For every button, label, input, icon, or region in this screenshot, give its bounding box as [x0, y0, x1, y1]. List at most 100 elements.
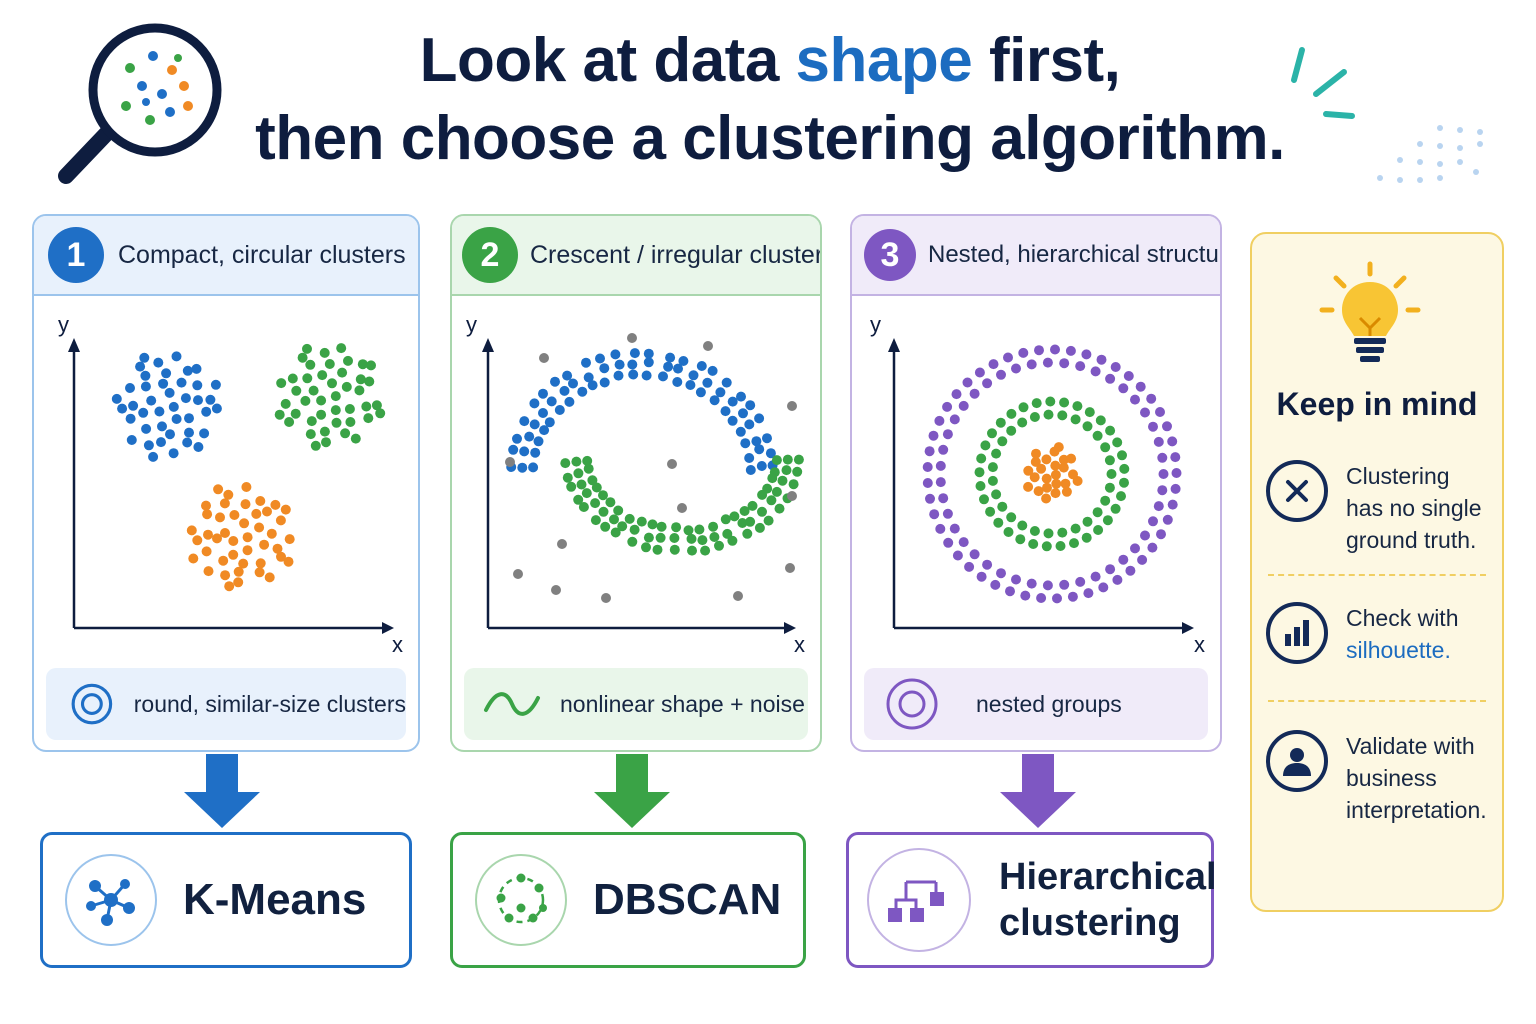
data-point-blue [720, 406, 731, 417]
data-point-purple [1105, 373, 1116, 384]
data-point-purple [1018, 347, 1029, 358]
data-point-blue [559, 385, 570, 396]
tip-text: Validate with business interpretation. [1346, 733, 1487, 823]
data-point-blue [581, 357, 591, 368]
data-point-blue [735, 426, 746, 437]
footer-text: nested groups [976, 690, 1122, 717]
data-point-orange [201, 500, 211, 511]
data-point-green [720, 514, 731, 525]
data-point-purple [952, 550, 963, 561]
data-point-orange [266, 528, 277, 539]
data-point-blue [530, 447, 541, 458]
data-point-orange [264, 572, 275, 583]
data-point-green [1095, 415, 1106, 426]
data-point-orange [233, 577, 244, 588]
data-point-green [290, 408, 301, 419]
data-point-purple [969, 549, 980, 560]
data-point-orange [254, 567, 265, 578]
data-point-green [1092, 507, 1103, 518]
data-point-blue [529, 419, 540, 430]
data-point-blue [762, 433, 772, 444]
data-point-blue [663, 361, 674, 372]
data-point-green [1100, 495, 1111, 506]
data-point-purple [938, 444, 949, 455]
data-point-orange [242, 532, 253, 543]
noise-point [557, 539, 567, 549]
data-point-green [300, 395, 311, 406]
data-point-green [610, 527, 621, 538]
data-point-purple [935, 523, 946, 534]
data-point-blue [629, 348, 640, 359]
data-point-purple [934, 415, 945, 426]
y-axis-label: y [58, 312, 69, 337]
algorithm-name: DBSCAN [593, 875, 782, 924]
data-point-orange [203, 529, 213, 540]
data-point-purple [1011, 363, 1021, 374]
algorithm-dbscan: DBSCAN [450, 832, 806, 968]
algorithm-hierarchical: Hierarchical clustering [846, 832, 1217, 968]
data-point-purple [1162, 421, 1172, 432]
data-point-green [727, 535, 738, 546]
data-point-blue [707, 365, 718, 376]
data-point-green [777, 475, 788, 486]
data-point-orange [1023, 465, 1034, 476]
data-point-blue [139, 352, 150, 363]
data-point-green [1055, 541, 1066, 551]
data-point-blue [193, 442, 204, 452]
data-point-orange [219, 498, 230, 509]
data-point-purple [1050, 344, 1060, 355]
data-point-green [687, 545, 697, 556]
data-point-orange [228, 536, 239, 546]
data-point-orange [276, 551, 286, 562]
data-point-green [641, 542, 651, 553]
down-arrow-green [594, 754, 670, 828]
data-point-green [1112, 437, 1123, 448]
data-point-green [581, 488, 592, 499]
data-point-blue [182, 365, 193, 376]
data-point-purple [996, 568, 1006, 579]
scatter-plot-crescent: y x [466, 312, 805, 657]
bar-chart-icon [1266, 602, 1328, 664]
data-point-blue [696, 361, 707, 371]
data-point-purple [1167, 436, 1178, 447]
data-point-green [754, 522, 765, 533]
data-point-blue [756, 461, 767, 471]
step-number-badge: 1 [48, 227, 104, 283]
data-point-green [1017, 417, 1028, 428]
data-point-purple [935, 477, 946, 488]
panel-title: Nested, hierarchical structure [928, 241, 1222, 268]
data-point-green [627, 536, 638, 547]
data-point-green [361, 401, 372, 412]
data-point-blue [562, 370, 573, 381]
data-point-purple [1140, 407, 1150, 418]
data-point-blue [538, 408, 548, 418]
data-point-green [573, 494, 584, 505]
x-circle-icon [1266, 460, 1328, 522]
data-point-green [321, 437, 331, 448]
data-point-green [1105, 425, 1116, 436]
data-point-blue [184, 413, 194, 424]
data-point-purple [1157, 452, 1168, 463]
data-point-green [302, 343, 312, 354]
data-point-green [793, 454, 804, 465]
data-point-orange [1050, 488, 1061, 499]
y-axis-label: y [870, 312, 881, 337]
data-point-blue [153, 357, 164, 368]
data-point-orange [188, 553, 199, 564]
data-point-orange [270, 499, 281, 510]
x-axis-label: x [1194, 632, 1205, 657]
data-point-green [306, 416, 317, 427]
data-point-green [976, 453, 987, 464]
data-point-orange [1051, 478, 1062, 489]
data-point-green [782, 454, 793, 465]
noise-point [627, 333, 637, 343]
data-point-blue [538, 388, 548, 399]
data-point-blue [125, 383, 135, 393]
data-point-orange [262, 506, 272, 517]
data-point-blue [727, 415, 738, 426]
data-point-purple [1167, 499, 1178, 510]
data-point-green [729, 511, 740, 522]
data-point-blue [641, 370, 652, 381]
data-point-purple [1162, 514, 1173, 525]
tip-divider [1268, 700, 1486, 702]
